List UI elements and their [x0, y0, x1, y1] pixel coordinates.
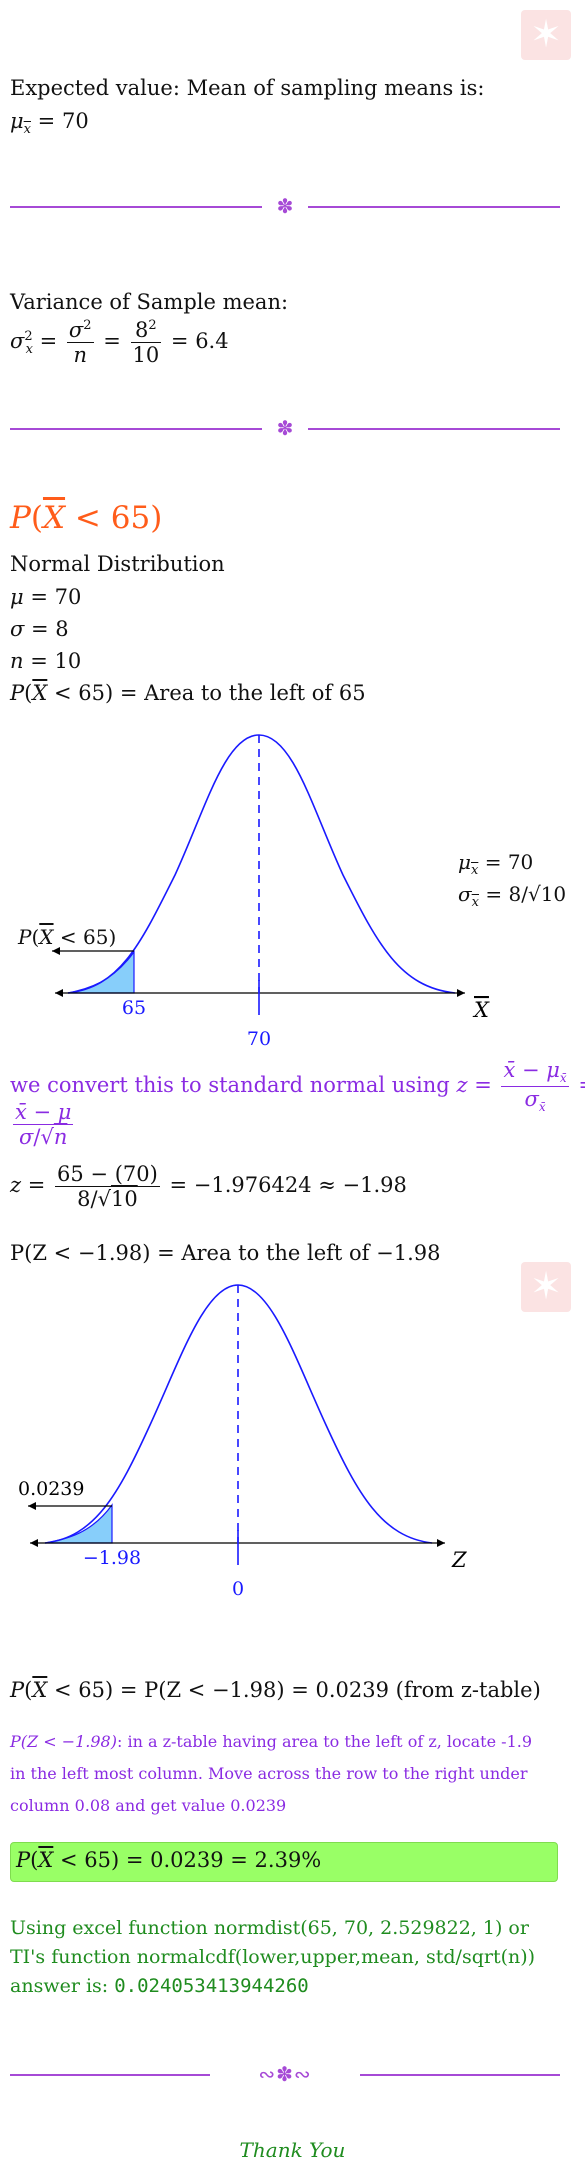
- excel-line-3: answer is: 0.024053413944260: [10, 1975, 309, 1997]
- mu-xbar-value: 70: [61, 109, 89, 133]
- convert-line: we convert this to standard normal using…: [10, 1058, 585, 1115]
- final-answer: P(X < 65) = 0.0239 = 2.39%: [16, 1848, 322, 1872]
- excel-line-1: Using excel function normdist(65, 70, 2.…: [10, 1917, 529, 1939]
- left-area-label: P(X < 65): [18, 925, 117, 949]
- tick-label-0: 0: [232, 1578, 244, 1600]
- final-answer-box: [10, 1842, 558, 1882]
- axis-label-z: Z: [451, 1548, 467, 1572]
- fraction-8sq-over-10: 82 10: [130, 318, 162, 368]
- expected-value-label: Expected value: Mean of sampling means i…: [10, 76, 485, 100]
- variance-equation: σ2x = σ2 n = 82 10 = 6.4: [10, 318, 229, 368]
- z-table-note-line-3: column 0.08 and get value 0.0239: [10, 1796, 287, 1815]
- ornament-icon: ✽: [276, 194, 294, 218]
- fraction-sigma2-over-n: σ2 n: [66, 318, 94, 368]
- z-table-note-line-1: P(Z < −1.98): in a z-table having area t…: [10, 1732, 533, 1751]
- excel-line-2: TI's function normalcdf(lower,upper,mean…: [10, 1946, 536, 1968]
- left-label-arrow-icon: [28, 1502, 36, 1510]
- watermark-logo: [521, 1262, 571, 1312]
- thank-you: Thank You: [239, 2138, 346, 2162]
- excel-answer: 0.024053413944260: [114, 1975, 309, 1997]
- mu-xbar-equation: μx = 70: [10, 109, 89, 138]
- sigma-xbar-annotation: σx = 8/√10: [458, 882, 567, 910]
- mu-xbar-annotation: μx = 70: [458, 850, 534, 878]
- ornament-icon: ∾✽∾: [258, 2062, 312, 2086]
- watermark-logo: [521, 10, 571, 60]
- standard-normal-graph: 0.0239 −1.98 0 Z: [18, 1284, 467, 1600]
- left-area-value-label: 0.0239: [18, 1478, 84, 1500]
- ornament-icon: ✽: [276, 416, 294, 440]
- z-area-line: P(Z < −1.98) = Area to the left of −1.98: [10, 1241, 441, 1265]
- shaded-left-tail: [67, 950, 135, 994]
- axis-label-xbar: X: [472, 998, 490, 1022]
- normal-distribution-label: Normal Distribution: [10, 552, 225, 576]
- x-axis-right-arrow-icon: [457, 989, 465, 997]
- z-axis-right-arrow-icon: [437, 1539, 445, 1547]
- left-label-arrow-icon: [52, 947, 60, 955]
- tick-label-z: −1.98: [83, 1547, 141, 1569]
- section-divider: ✽: [10, 194, 560, 218]
- fraction-z-formula-2: x̄ − μ σ/√n: [13, 1100, 74, 1150]
- variance-result: 6.4: [195, 329, 229, 354]
- section-divider: ✽: [10, 416, 560, 440]
- sigma-line: σ = 8: [10, 617, 69, 641]
- section-heading: P(X < 65): [10, 500, 163, 536]
- normal-curve-graph: 65 70 X: [52, 734, 490, 1050]
- z-table-note-line-2: in the left most column. Move across the…: [10, 1764, 528, 1783]
- footer-divider: ∾✽∾: [10, 2062, 560, 2086]
- n-line: n = 10: [10, 649, 82, 673]
- z-axis-left-arrow-icon: [30, 1539, 38, 1547]
- tick-label-70: 70: [247, 1028, 271, 1050]
- x-axis-left-arrow-icon: [55, 989, 63, 997]
- tick-label-65: 65: [122, 997, 146, 1019]
- fraction-z-value: 65 − (70) 8/√10: [55, 1162, 160, 1212]
- bell-curve: [67, 734, 456, 994]
- convert-line-2: x̄ − μ σ/√n: [10, 1100, 76, 1149]
- fraction-z-formula-1: x̄ − μx̄ σx̄: [501, 1058, 569, 1115]
- mu-line: μ = 70: [10, 585, 82, 609]
- area-line: P(X < 65) = Area to the left of 65: [10, 681, 366, 705]
- variance-label: Variance of Sample mean:: [10, 290, 289, 314]
- result-line: P(X < 65) = P(Z < −1.98) = 0.0239 (from …: [10, 1678, 541, 1702]
- z-calculation: z = 65 − (70) 8/√10 = −1.976424 ≈ −1.98: [10, 1162, 407, 1212]
